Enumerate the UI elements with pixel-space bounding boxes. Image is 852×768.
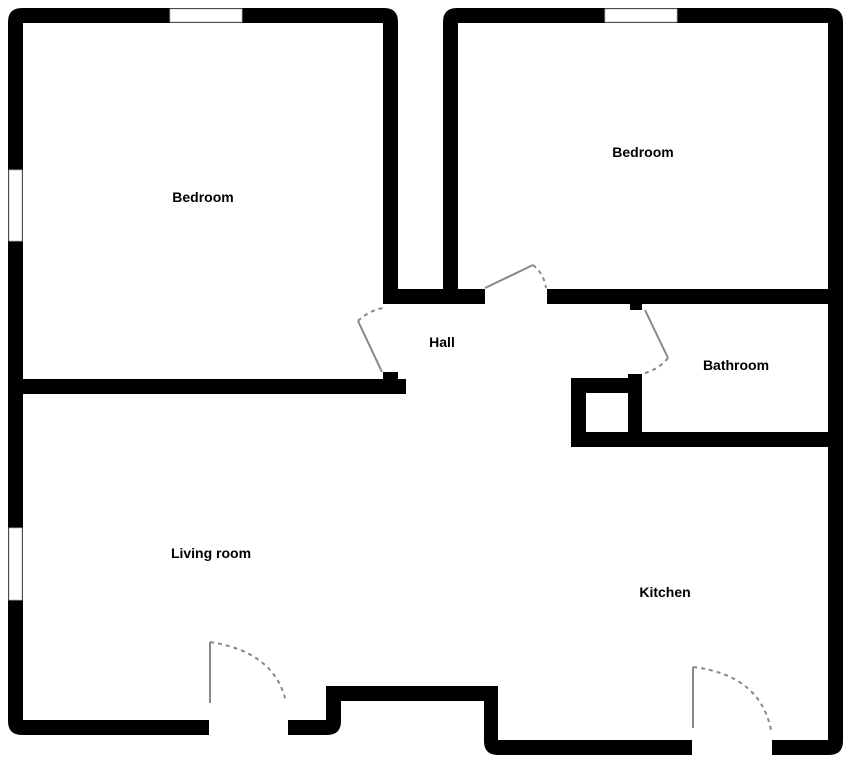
room-label-bathroom: Bathroom	[702, 357, 770, 373]
door-bedroom-1	[357, 307, 384, 373]
window-bedroom-1-left	[8, 169, 23, 242]
room-label-kitchen: Kitchen	[639, 584, 691, 600]
room-label-bedroom-1: Bedroom	[172, 189, 234, 205]
room-label-bedroom-2: Bedroom	[612, 144, 674, 160]
doors	[209, 264, 772, 731]
window-bedroom-1-top	[169, 8, 243, 23]
walls	[8, 8, 843, 755]
door-bathroom	[641, 309, 669, 375]
window-living-room-left	[8, 527, 23, 601]
window-bedroom-2-top	[604, 8, 678, 23]
windows	[8, 8, 678, 601]
room-label-hall: Hall	[429, 334, 455, 350]
door-kitchen	[692, 666, 772, 731]
room-label-living-room: Living room	[170, 545, 252, 561]
door-bedroom-2	[484, 264, 547, 289]
door-living-room	[209, 641, 287, 703]
